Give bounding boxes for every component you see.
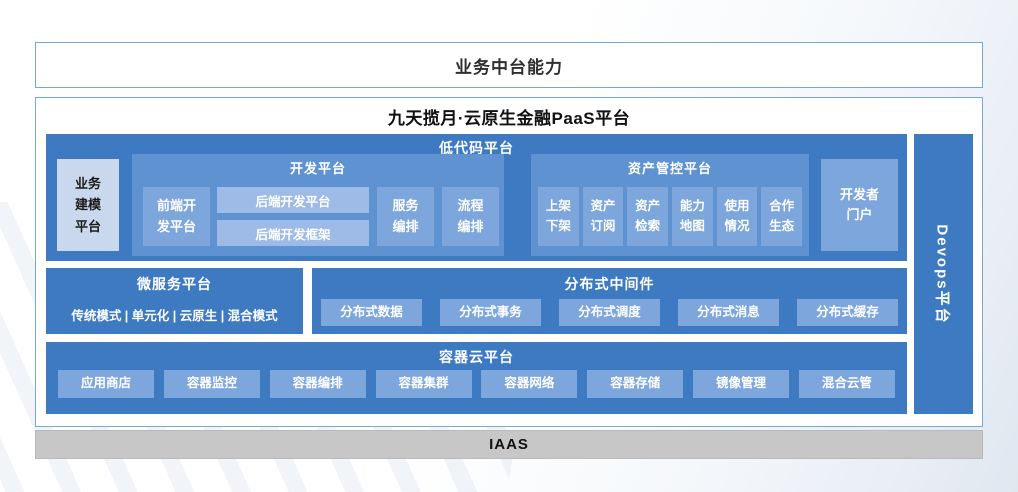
low-code-platform-group: 低代码平台 业务 建模 平台 开发平台 前端开 发平台 后端开发平台 后端开发框…: [46, 134, 907, 261]
process-orchestration-line: 编排: [457, 218, 484, 234]
developer-portal-line: 开发者: [839, 186, 879, 202]
service-orchestration-line: 服务: [392, 198, 419, 214]
business-modeling-line: 建模: [74, 197, 101, 213]
middleware-item-transaction: 分布式事务: [440, 299, 541, 326]
asset-items-row: 上架 下架 资产 订阅 资产 检索 能力 地图: [537, 187, 803, 246]
asset-item-line: 地图: [679, 218, 705, 233]
dev-platform-title: 开发平台: [289, 161, 346, 176]
container-item-image-management: 镜像管理: [693, 370, 790, 398]
asset-control-title: 资产管控平台: [627, 161, 712, 176]
developer-portal: 开发者 门户: [821, 159, 898, 251]
container-item-network: 容器网络: [481, 370, 578, 398]
middleware-item-scheduling: 分布式调度: [559, 299, 660, 326]
asset-item-capability-map: 能力 地图: [672, 187, 713, 246]
developer-portal-line: 门户: [846, 207, 873, 222]
asset-item-line: 上架: [545, 199, 571, 214]
asset-item-usage: 使用 情况: [716, 187, 758, 246]
service-orchestration-line: 编排: [392, 218, 419, 234]
business-midplatform-banner: 业务中台能力: [35, 42, 983, 88]
backend-dev-framework: 后端开发框架: [217, 220, 369, 246]
asset-item-line: 订阅: [590, 218, 616, 233]
microservice-platform: 微服务平台 传统模式 | 单元化 | 云原生 | 混合模式: [46, 268, 303, 334]
microservice-modes: 传统模式 | 单元化 | 云原生 | 混合模式: [71, 309, 278, 323]
process-orchestration: 流程 编排: [442, 187, 499, 246]
dev-platform-section: 开发平台 前端开 发平台 后端开发平台 后端开发框架 服务 编排 流程 编排: [132, 154, 504, 256]
devops-platform-label: Devops平台: [934, 223, 951, 325]
service-orchestration: 服务 编排: [377, 187, 434, 246]
middleware-item-message: 分布式消息: [678, 299, 779, 326]
iaas-label: IAAS: [489, 436, 529, 453]
middleware-items-row: 分布式数据 分布式事务 分布式调度 分布式消息 分布式缓存: [321, 299, 898, 326]
asset-item-subscription: 资产 订阅: [582, 187, 624, 246]
backend-dev-platform: 后端开发平台: [217, 187, 369, 213]
frontend-dev-line: 前端开: [156, 198, 196, 214]
container-cloud-platform: 容器云平台 应用商店 容器监控 容器编排 容器集群 容器网络 容器存储 镜像管理…: [46, 342, 907, 414]
container-item-storage: 容器存储: [587, 370, 684, 398]
container-items-row: 应用商店 容器监控 容器编排 容器集群 容器网络 容器存储 镜像管理 混合云管: [58, 370, 895, 398]
backend-column: 后端开发平台 后端开发框架: [217, 187, 369, 246]
container-item-cluster: 容器集群: [375, 370, 472, 398]
asset-item-line: 资产: [590, 199, 616, 214]
process-orchestration-line: 流程: [457, 198, 484, 214]
paas-platform-title: 九天揽月·云原生金融PaaS平台: [387, 109, 631, 128]
frontend-dev-platform: 前端开 发平台: [143, 187, 210, 246]
asset-item-shelf: 上架 下架: [537, 187, 579, 246]
distributed-middleware-title: 分布式中间件: [564, 276, 655, 292]
container-item-orchestration: 容器编排: [269, 370, 366, 398]
middleware-item-data: 分布式数据: [321, 299, 422, 326]
container-item-monitoring: 容器监控: [163, 370, 260, 398]
container-item-app-store: 应用商店: [58, 370, 154, 398]
business-modeling-platform: 业务 建模 平台: [57, 159, 119, 251]
asset-item-search: 资产 检索: [627, 187, 668, 246]
microservice-platform-title: 微服务平台: [137, 276, 212, 292]
asset-item-line: 资产: [635, 199, 661, 214]
iaas-layer: IAAS: [35, 430, 983, 459]
asset-item-line: 合作: [769, 199, 795, 214]
asset-item-line: 生态: [769, 218, 795, 233]
asset-control-section: 资产管控平台 上架 下架 资产 订阅 资产 检索 能力: [531, 154, 809, 256]
container-cloud-title: 容器云平台: [439, 349, 514, 365]
asset-item-line: 下架: [545, 218, 571, 233]
business-modeling-line: 业务: [74, 175, 101, 191]
low-code-platform-title: 低代码平台: [439, 140, 514, 156]
asset-item-line: 检索: [635, 218, 661, 233]
middleware-item-cache: 分布式缓存: [797, 299, 898, 326]
frontend-dev-line: 发平台: [156, 218, 196, 234]
asset-item-line: 情况: [724, 218, 750, 233]
devops-platform: Devops平台: [914, 134, 973, 414]
container-item-hybrid-cloud: 混合云管: [798, 370, 895, 398]
asset-item-line: 使用: [724, 199, 750, 214]
banner-title: 业务中台能力: [455, 57, 563, 77]
asset-item-cooperation: 合作 生态: [761, 187, 803, 246]
asset-item-line: 能力: [679, 199, 705, 214]
paas-platform-panel: 九天揽月·云原生金融PaaS平台 低代码平台 业务 建模 平台 开发平台 前端开…: [35, 97, 983, 427]
business-modeling-line: 平台: [74, 218, 101, 234]
distributed-middleware: 分布式中间件 分布式数据 分布式事务 分布式调度 分布式消息 分布式缓存: [312, 268, 907, 334]
